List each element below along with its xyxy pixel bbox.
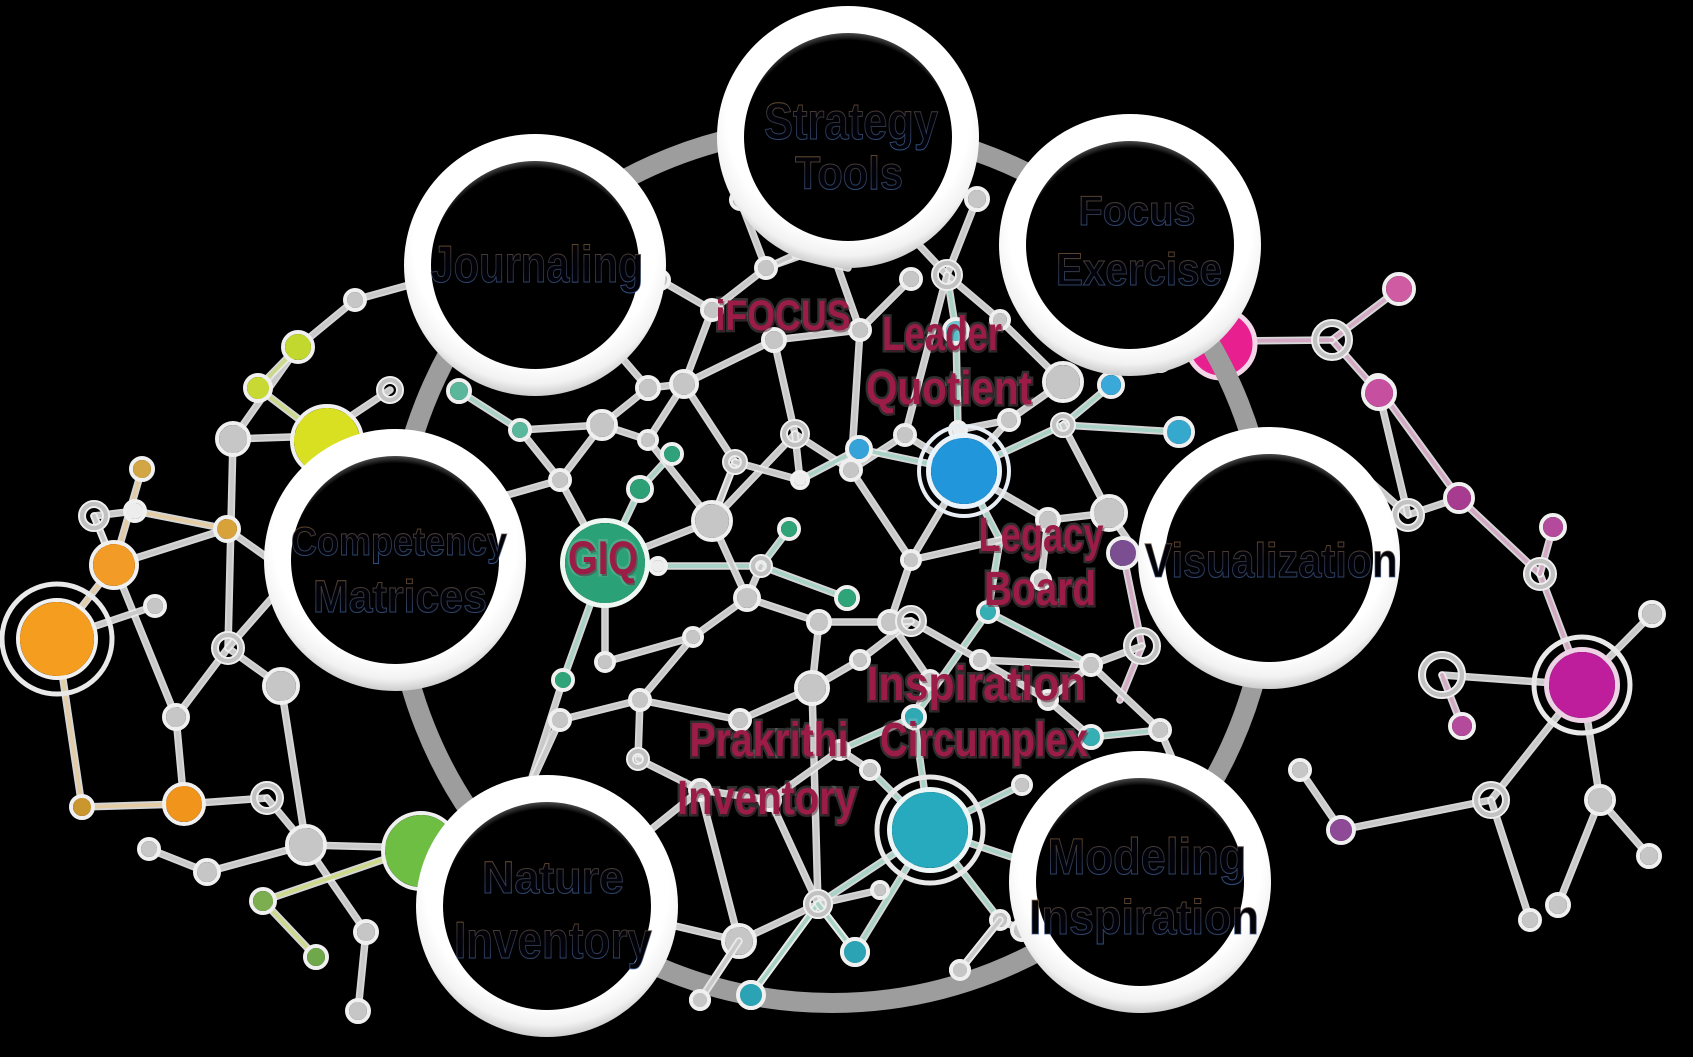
svg-text:Circumplex: Circumplex xyxy=(880,714,1088,767)
svg-text:Inspiration: Inspiration xyxy=(867,658,1086,711)
svg-text:Inventory: Inventory xyxy=(677,772,857,825)
svg-text:iFOCUS: iFOCUS xyxy=(716,292,851,340)
svg-text:Quotient: Quotient xyxy=(866,361,1032,414)
svg-text:Inventory: Inventory xyxy=(454,912,652,970)
svg-text:GIQ: GIQ xyxy=(568,531,638,584)
svg-text:Legacy: Legacy xyxy=(979,509,1104,562)
svg-text:Circumplex: Circumplex xyxy=(880,714,1088,767)
svg-text:Legacy: Legacy xyxy=(979,509,1104,562)
svg-text:Modeling: Modeling xyxy=(1048,828,1247,885)
svg-text:Inventory: Inventory xyxy=(679,774,859,827)
svg-text:Prakrithi: Prakrithi xyxy=(690,714,849,767)
svg-text:GIQ: GIQ xyxy=(568,531,638,584)
svg-text:Leader: Leader xyxy=(882,308,1002,361)
svg-text:Visualization: Visualization xyxy=(1145,535,1398,588)
svg-text:Board: Board xyxy=(986,565,1098,618)
svg-text:Inspiration: Inspiration xyxy=(867,658,1086,711)
svg-text:Inspiration: Inspiration xyxy=(1029,891,1259,945)
svg-text:Board: Board xyxy=(984,563,1096,616)
svg-text:Strategy: Strategy xyxy=(764,93,938,151)
svg-text:GIQ: GIQ xyxy=(570,533,640,586)
svg-text:Board: Board xyxy=(984,563,1096,616)
svg-text:Inventory: Inventory xyxy=(677,772,857,825)
svg-text:Leader: Leader xyxy=(884,310,1004,363)
svg-text:Circumplex: Circumplex xyxy=(882,716,1090,769)
svg-text:Leader: Leader xyxy=(882,308,1002,361)
svg-text:Inspiration: Inspiration xyxy=(868,660,1087,713)
svg-text:Matrices: Matrices xyxy=(313,571,487,622)
svg-text:Competency: Competency xyxy=(291,520,508,564)
svg-text:Legacy: Legacy xyxy=(980,511,1105,564)
svg-text:Quotient: Quotient xyxy=(866,361,1032,414)
svg-text:Exercise: Exercise xyxy=(1056,244,1222,295)
svg-text:Prakrithi: Prakrithi xyxy=(691,716,850,769)
svg-text:iFOCUS: iFOCUS xyxy=(716,292,851,340)
svg-text:Nature: Nature xyxy=(482,852,624,903)
svg-text:Prakrithi: Prakrithi xyxy=(690,714,849,767)
svg-text:iFOCUS: iFOCUS xyxy=(717,294,852,342)
svg-text:Focus: Focus xyxy=(1079,187,1196,234)
svg-text:Quotient: Quotient xyxy=(868,363,1034,416)
svg-text:Tools: Tools xyxy=(795,147,903,199)
svg-text:Journaling: Journaling xyxy=(431,236,644,294)
